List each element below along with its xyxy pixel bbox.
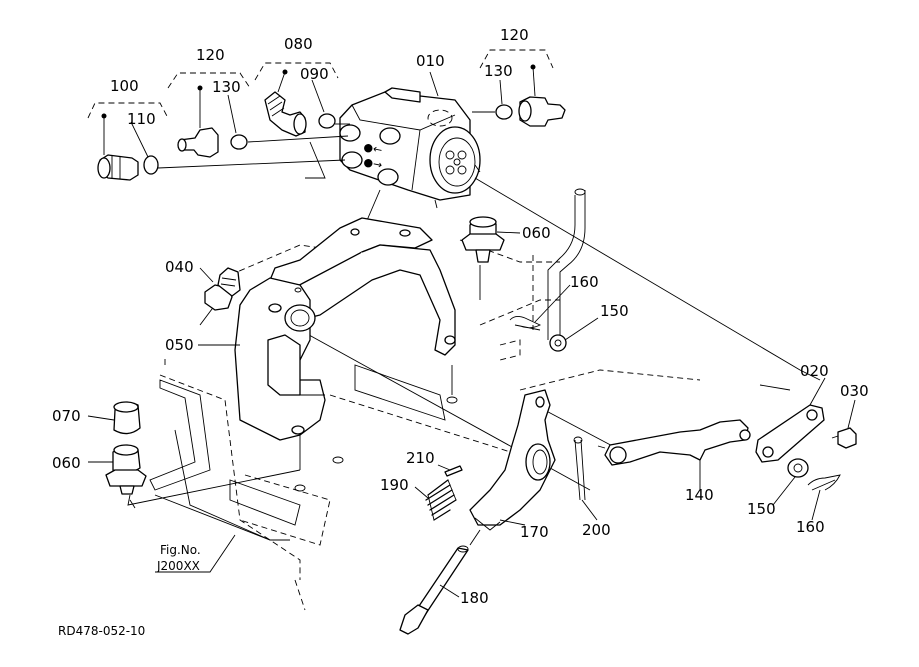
washer-150-lower [787, 458, 809, 478]
label-010: 010 [416, 52, 445, 70]
label-030: 030 [840, 382, 869, 400]
label-150-upper: 150 [600, 302, 629, 320]
link-140 [597, 419, 751, 466]
label-050: 050 [165, 336, 194, 354]
label-120-left: 120 [196, 46, 225, 64]
label-070: 070 [52, 407, 81, 425]
fitting-120-right [518, 96, 566, 127]
label-060-upper: 060 [522, 224, 551, 242]
label-200: 200 [582, 521, 611, 539]
o-ring-130-left [230, 134, 248, 150]
label-060-lower: 060 [52, 454, 81, 472]
label-leaders [87, 71, 856, 598]
o-ring-110 [143, 155, 159, 175]
drawing-code: RD478-052-10 [58, 624, 145, 638]
pin-210 [444, 465, 463, 477]
label-020: 020 [800, 362, 829, 380]
plate-020 [755, 404, 825, 463]
snap-pin-160-upper [509, 315, 542, 331]
svg-text:●→: ●→ [362, 155, 383, 172]
figure-ref-line1: Fig.No. [160, 543, 201, 557]
label-210: 210 [406, 449, 435, 467]
lever-rod [532, 188, 586, 340]
o-ring-090 [318, 113, 336, 129]
fitting-040 [204, 267, 241, 311]
label-160-lower: 160 [796, 518, 825, 536]
cushion-070 [113, 401, 141, 435]
rod-180 [399, 545, 469, 635]
lever-170 [469, 389, 556, 531]
label-160-upper: 160 [570, 273, 599, 291]
spring-190 [425, 479, 457, 521]
chassis-frame [149, 239, 701, 611]
elbow-fitting-080 [264, 91, 307, 137]
figure-ref-line2: J200XX [156, 559, 200, 573]
label-130-left: 130 [212, 78, 241, 96]
label-140: 140 [685, 486, 714, 504]
fitting-100 [97, 154, 139, 181]
label-130-right: 130 [484, 62, 513, 80]
o-ring-130-right [495, 104, 513, 120]
washer-150-upper [549, 334, 567, 352]
label-190: 190 [380, 476, 409, 494]
distributor-valve-010: ●← ●→ [339, 87, 481, 209]
snap-pin-160-lower [807, 474, 841, 491]
label-120-right: 120 [500, 26, 529, 44]
group-brackets [87, 49, 554, 155]
label-170: 170 [520, 523, 549, 541]
label-180: 180 [460, 589, 489, 607]
bolt-030 [831, 427, 857, 449]
bracket-050 [234, 217, 456, 441]
label-090: 090 [300, 65, 329, 83]
figure-reference: Fig.No. J200XX [156, 543, 201, 573]
label-150-lower: 150 [747, 500, 776, 518]
bolt-060-upper [461, 216, 505, 263]
label-040: 040 [165, 258, 194, 276]
label-080: 080 [284, 35, 313, 53]
svg-text:●←: ●← [362, 140, 383, 157]
label-100: 100 [110, 77, 139, 95]
cotter-pin-200 [573, 436, 586, 501]
bolt-060-lower [105, 444, 147, 495]
label-110: 110 [127, 110, 156, 128]
fitting-120-left [177, 127, 219, 158]
part-labels: 100 110 120 130 080 090 010 120 130 060 … [52, 26, 869, 607]
